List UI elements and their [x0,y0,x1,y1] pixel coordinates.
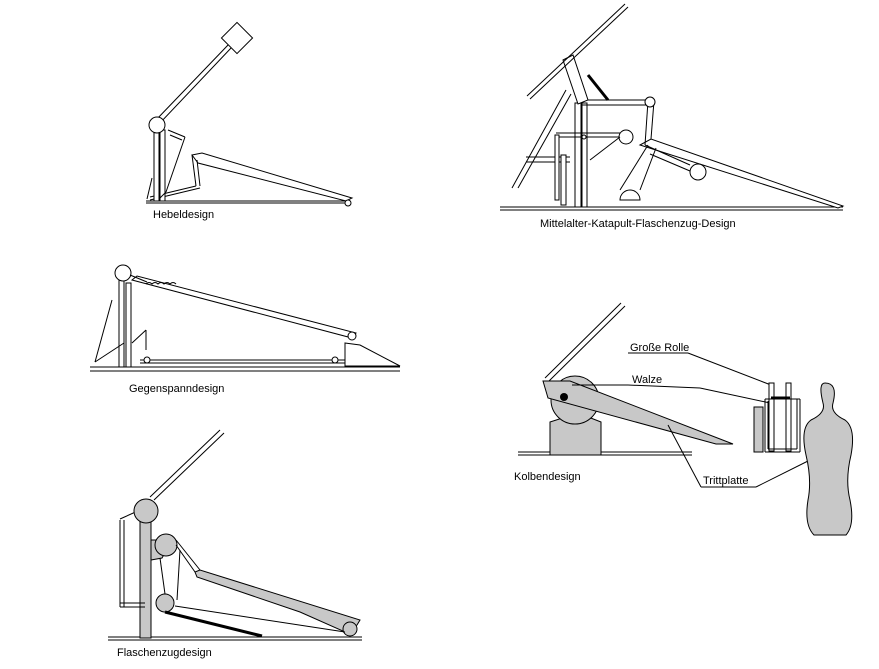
caption-katapult: Mittelalter-Katapult-Flaschenzug-Design [540,218,736,230]
label-grosse-rolle: Große Rolle [630,342,689,354]
flaschenzug-design-figure: Flaschenzugdesign [108,429,362,659]
kolben-design-figure: Große Rolle Walze Trittplatte Kolbendesi… [514,302,853,536]
label-walze: Walze [632,374,662,386]
katapult-design-figure: Mittelalter-Katapult-Flaschenzug-Design [500,3,845,230]
caption-hebeldesign: Hebeldesign [153,209,214,221]
gegenspann-design-figure: Gegenspanndesign [90,264,401,395]
caption-kolbendesign: Kolbendesign [514,471,581,483]
caption-flaschenzugdesign: Flaschenzugdesign [117,647,212,659]
caption-gegenspanndesign: Gegenspanndesign [129,383,224,395]
hebel-design-figure: Hebeldesign [146,21,354,221]
label-trittplatte: Trittplatte [703,475,748,487]
